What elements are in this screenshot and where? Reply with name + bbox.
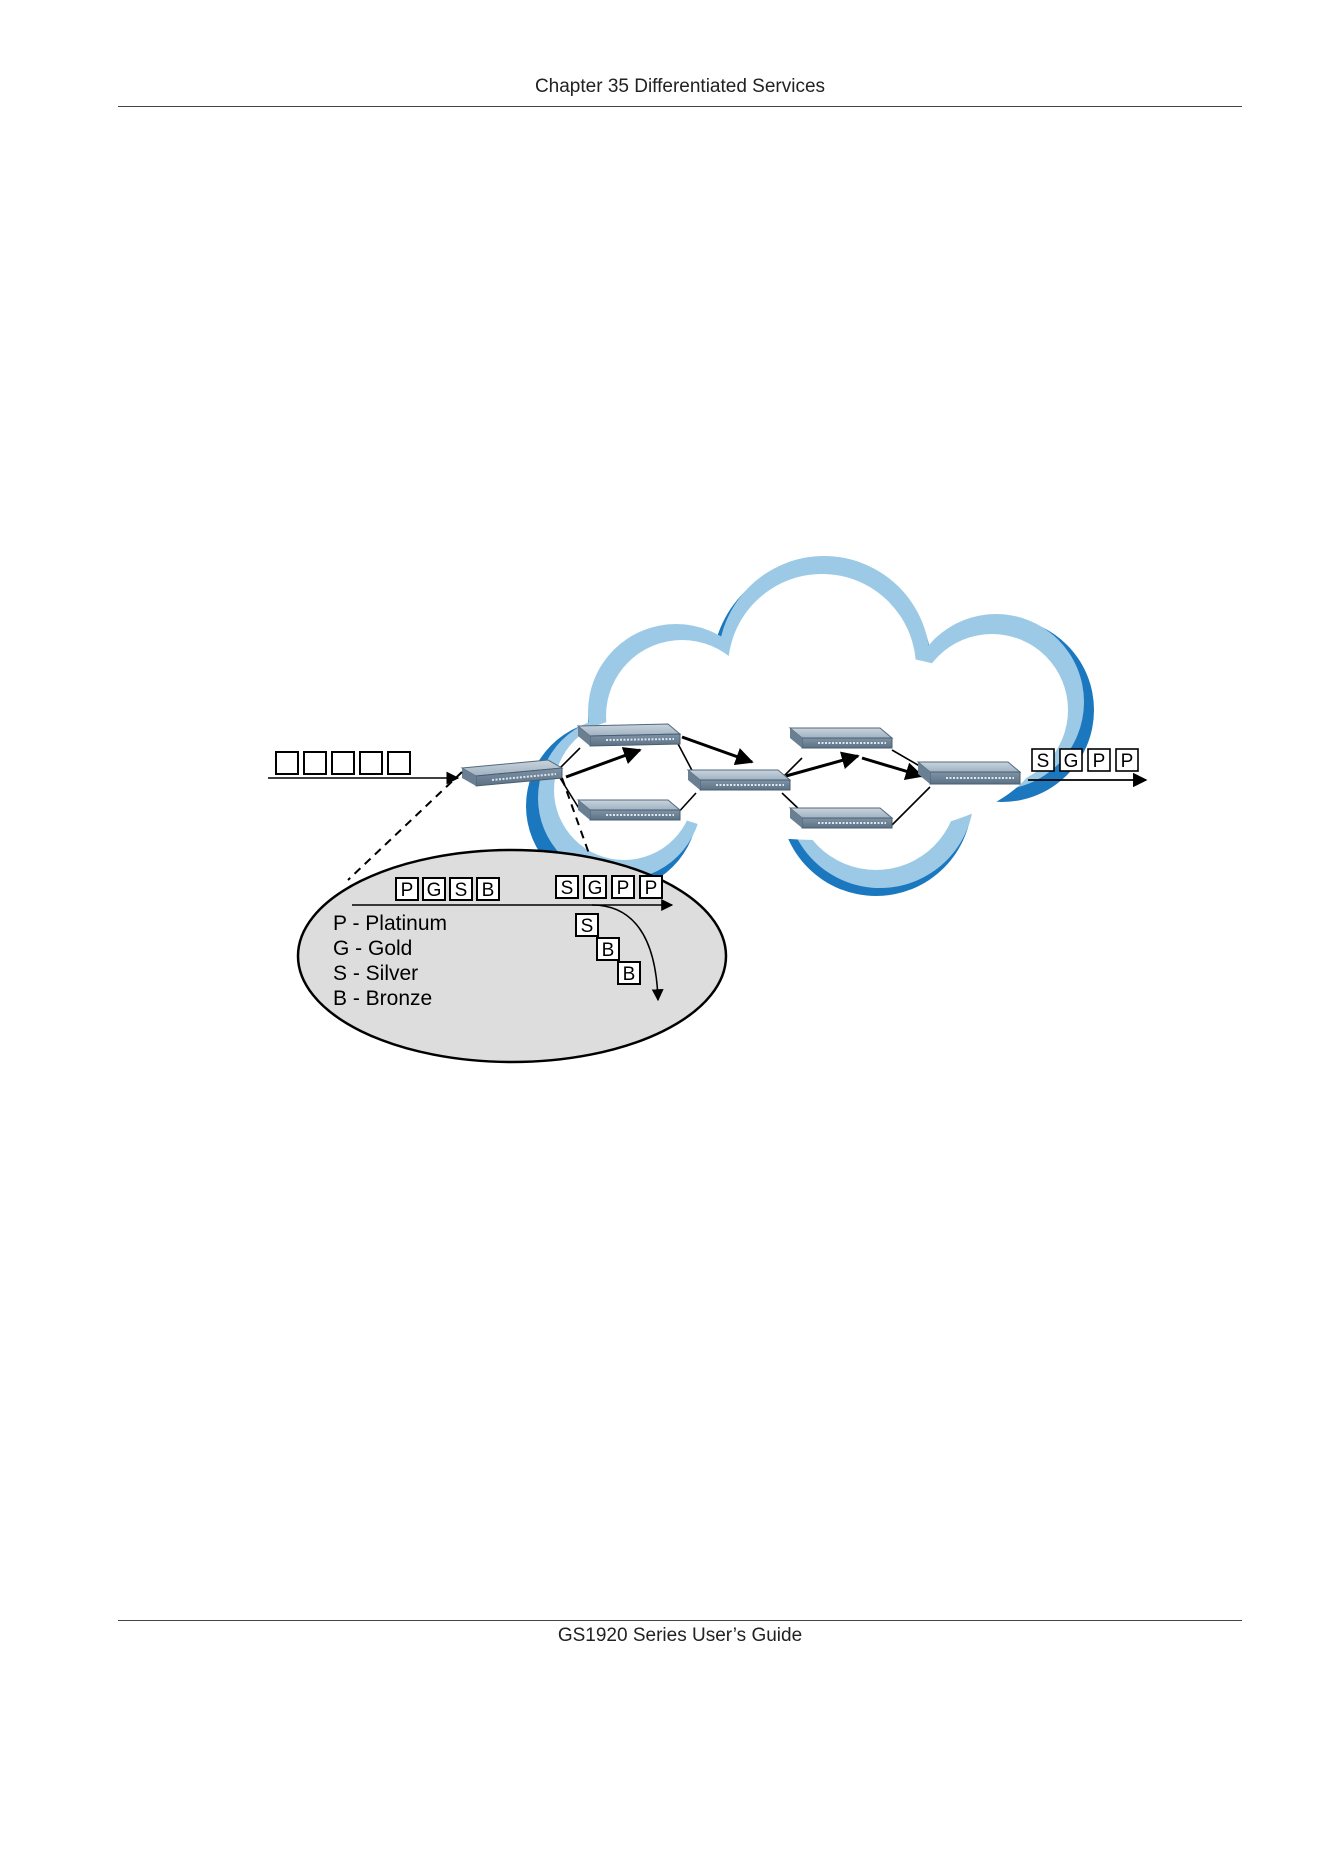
switch-core-upper-left bbox=[578, 724, 680, 746]
callout-forwarded-packet-label: P bbox=[645, 878, 658, 899]
incoming-packet-group bbox=[276, 752, 410, 774]
callout-forwarded-packet-label: S bbox=[561, 878, 574, 899]
incoming-packet-box bbox=[276, 752, 298, 774]
callout-incoming-packet-label: S bbox=[455, 880, 468, 901]
outgoing-packet-label: P bbox=[1093, 751, 1106, 772]
switch-egress bbox=[918, 762, 1020, 784]
incoming-packet-box bbox=[304, 752, 326, 774]
callout-forwarded-packet-label: G bbox=[588, 878, 603, 899]
outgoing-packet-label: P bbox=[1121, 751, 1134, 772]
legend-item-platinum: P - Platinum bbox=[333, 912, 447, 935]
incoming-traffic bbox=[268, 752, 458, 778]
legend-item-bronze: B - Bronze bbox=[333, 987, 432, 1010]
callout-incoming-packet-label: B bbox=[482, 880, 495, 901]
callout-incoming-packet-label: G bbox=[427, 880, 442, 901]
outgoing-packet-label: S bbox=[1037, 751, 1050, 772]
outgoing-packet-label: G bbox=[1064, 751, 1079, 772]
switch-core-lower-right bbox=[790, 808, 892, 828]
callout-dropped-packet-label: S bbox=[581, 916, 594, 937]
callout-incoming-packet-label: P bbox=[401, 880, 414, 901]
legend-item-silver: S - Silver bbox=[333, 962, 418, 985]
switch-core-upper-right bbox=[790, 728, 892, 748]
incoming-packet-box bbox=[332, 752, 354, 774]
switch-core-lower-left bbox=[578, 800, 680, 820]
callout-dropped-packet-label: B bbox=[602, 940, 615, 961]
page-footer: GS1920 Series User’s Guide bbox=[118, 1620, 1242, 1647]
incoming-packet-box bbox=[388, 752, 410, 774]
incoming-packet-box bbox=[360, 752, 382, 774]
page-footer-title: GS1920 Series User’s Guide bbox=[118, 1625, 1242, 1647]
legend-item-gold: G - Gold bbox=[333, 937, 412, 960]
callout-dropped-packet-label: B bbox=[623, 964, 636, 985]
switch-core-center bbox=[688, 770, 790, 790]
callout-forwarded-packet-label: P bbox=[617, 878, 630, 899]
